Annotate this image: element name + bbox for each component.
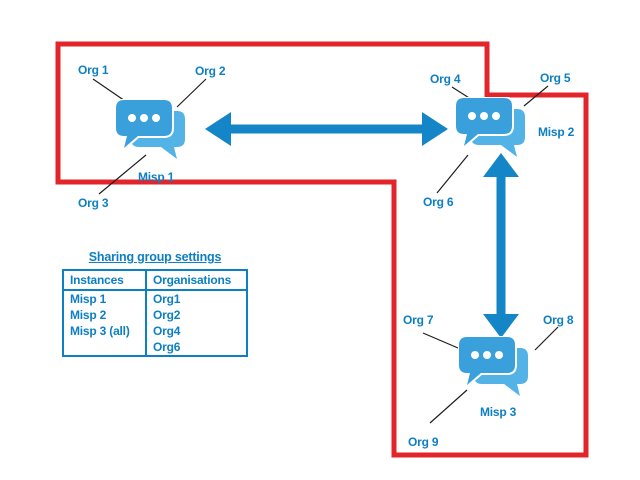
organisations-column-header: Organisations: [146, 270, 247, 291]
sharing-group-boundary: [55, 41, 589, 458]
org3-connector-line: [98, 154, 147, 195]
instance-cell: [63, 339, 147, 356]
org8-label: Org 8: [543, 313, 574, 327]
org3-label: Org 3: [78, 196, 109, 210]
table-row: Org6: [63, 339, 247, 356]
misp3-chat-bubbles-icon: [458, 336, 530, 398]
org6-label: Org 6: [423, 195, 454, 209]
org5-label: Org 5: [540, 71, 571, 85]
instances-column-header: Instances: [63, 270, 147, 291]
misp2-label: Misp 2: [538, 125, 575, 139]
org6-connector-line: [436, 154, 469, 194]
label-connectors: [92, 78, 559, 424]
misp1-label: Misp 1: [138, 170, 175, 184]
organisation-cell: Org4: [153, 324, 181, 338]
table-row: Misp 3 (all) Org4: [63, 323, 247, 339]
table-row: Misp 2 Org2: [63, 307, 247, 323]
organisation-cell: Org1: [153, 292, 181, 306]
org2-label: Org 2: [195, 64, 226, 78]
org1-label: Org 1: [78, 63, 109, 77]
org9-label: Org 9: [408, 435, 439, 449]
misp3-label: Misp 3: [480, 405, 517, 419]
org9-connector-line: [429, 389, 468, 424]
misp2-misp3-sync-arrow: [483, 153, 519, 338]
instance-cell: Misp 3 (all): [63, 323, 147, 339]
org4-label: Org 4: [430, 72, 461, 86]
instance-cell: Misp 2: [63, 307, 147, 323]
org7-label: Org 7: [403, 313, 434, 327]
sharing-group-title: Sharing group settings: [88, 250, 222, 264]
misp2-chat-bubbles-icon: [455, 97, 527, 159]
instance-cell: Misp 1: [63, 290, 147, 307]
org8-connector-line: [534, 326, 559, 351]
org2-connector-line: [176, 78, 207, 108]
misp1-misp2-sync-arrow: [205, 112, 448, 146]
sharing-group-settings: Sharing group settings Instances Organis…: [62, 250, 248, 357]
misp1-chat-bubbles-icon: [115, 99, 187, 161]
table-row: Misp 1 Org1: [63, 290, 247, 307]
organisation-cell: Org2: [153, 308, 181, 322]
org7-connector-line: [422, 332, 459, 349]
org5-connector-line: [523, 85, 549, 107]
organisation-cell: Org6: [153, 340, 181, 354]
sharing-group-table: Instances Organisations Misp 1 Org1 Misp…: [62, 269, 248, 357]
